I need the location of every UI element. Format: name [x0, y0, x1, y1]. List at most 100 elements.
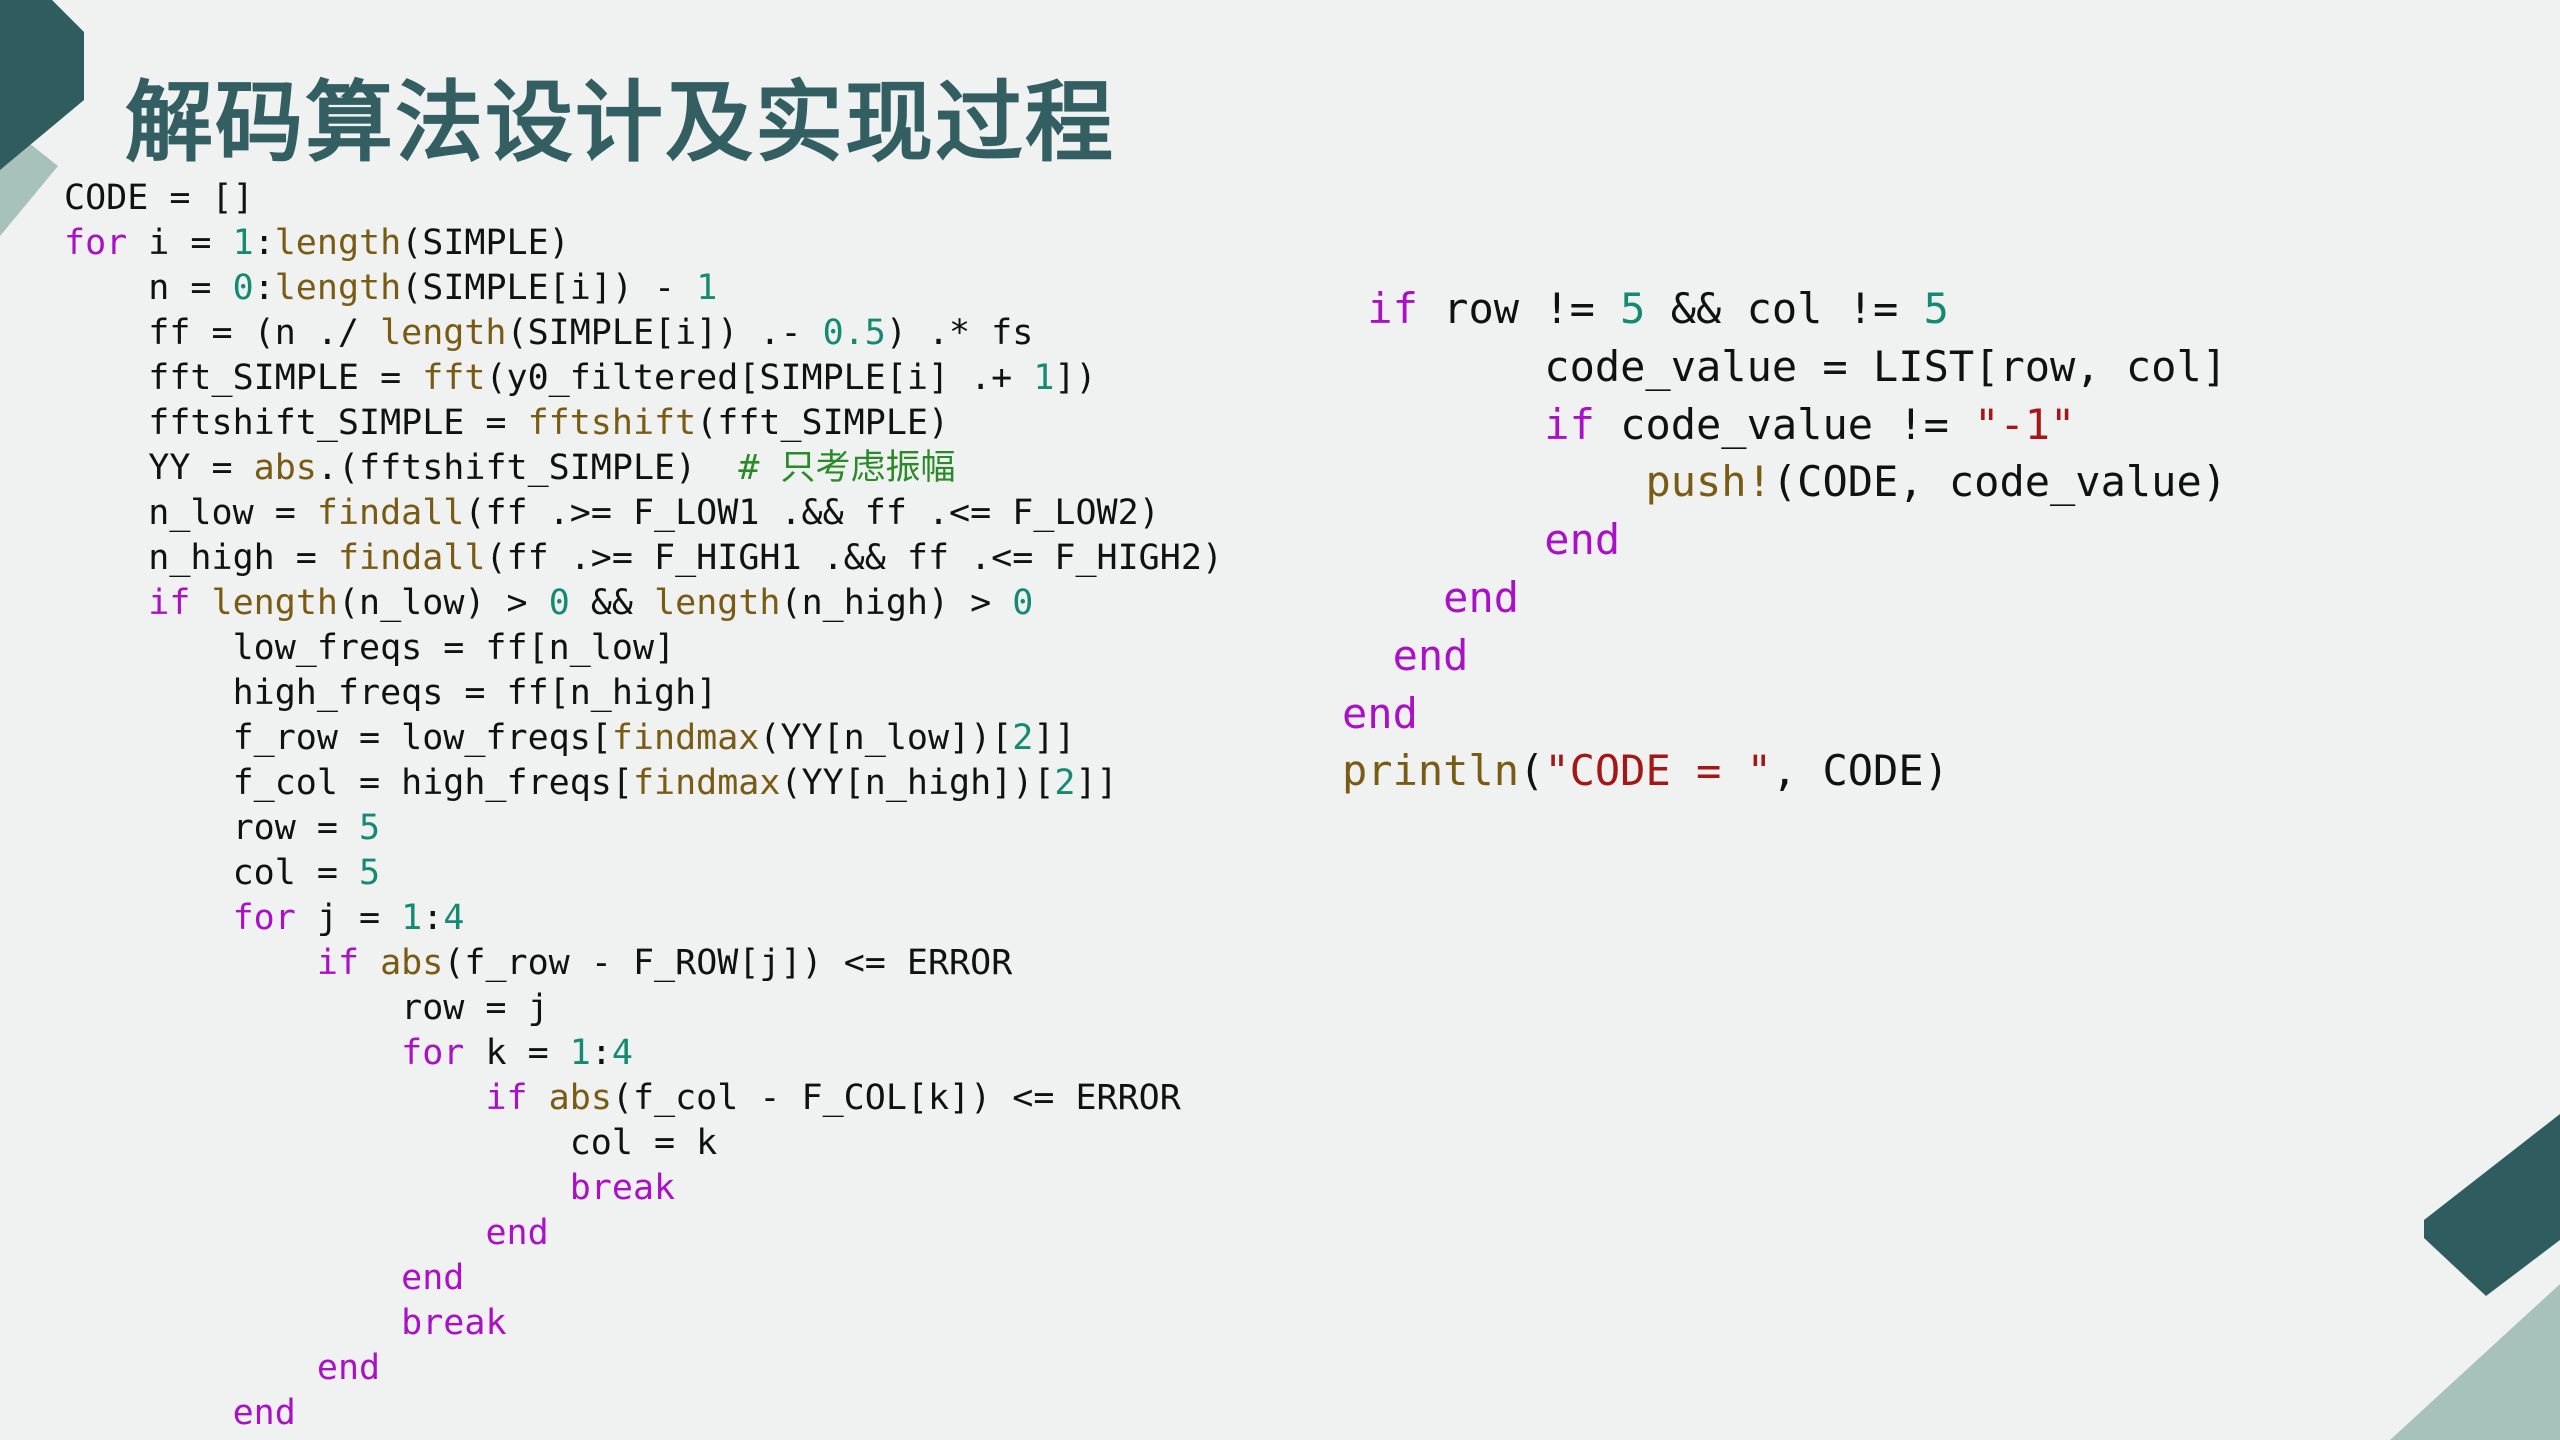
code-token: k =	[464, 1033, 570, 1073]
code-line: YY = abs.(fftshift_SIMPLE) # 只考虑振幅	[64, 446, 1223, 491]
code-token	[359, 943, 380, 983]
code-line: end	[64, 1391, 1223, 1436]
code-token: :	[253, 268, 275, 308]
code-token	[64, 1303, 401, 1343]
code-token: length	[380, 313, 507, 353]
code-token: fftshift_SIMPLE =	[64, 403, 528, 443]
code-line: row = j	[64, 986, 1223, 1031]
code-token: end	[232, 1393, 296, 1433]
code-line: if code_value != "-1"	[1342, 396, 2227, 454]
code-token: code_value = LIST[row, col]	[1342, 341, 2228, 391]
code-token: row =	[64, 808, 360, 848]
code-line: break	[64, 1166, 1223, 1211]
code-token: abs	[548, 1078, 612, 1118]
code-token: ff = (n ./	[64, 313, 381, 353]
code-token: end	[401, 1258, 465, 1298]
code-token: :	[590, 1033, 612, 1073]
code-token	[1342, 631, 1393, 680]
code-token: push!	[1645, 457, 1772, 507]
code-line: end	[1342, 569, 2227, 627]
code-token: f_col = high_freqs[	[64, 763, 633, 803]
code-token: ]]	[1033, 718, 1076, 758]
code-line: end	[1342, 627, 2227, 685]
code-line: high_freqs = ff[n_high]	[64, 671, 1223, 716]
code-line: push!(CODE, code_value)	[1342, 453, 2227, 511]
code-line: end	[1342, 511, 2227, 569]
code-line: row = 5	[64, 806, 1223, 851]
code-line: fft_SIMPLE = fft(y0_filtered[SIMPLE[i] .…	[64, 356, 1223, 401]
code-token	[1342, 400, 1544, 449]
code-token: :	[253, 223, 275, 263]
code-token: CODE = []	[64, 178, 254, 218]
code-token	[64, 1033, 401, 1073]
code-token: (f_col - F_COL[k]) <= ERROR	[611, 1078, 1181, 1118]
code-line: end	[1342, 685, 2227, 743]
code-token	[64, 1393, 233, 1433]
code-token: f_row = low_freqs[	[64, 718, 612, 758]
code-token	[64, 1168, 570, 1208]
code-line: ff = (n ./ length(SIMPLE[i]) .- 0.5) .* …	[64, 311, 1223, 356]
code-token: length	[211, 583, 338, 623]
code-line: end	[64, 1211, 1223, 1256]
code-token: (f_row - F_ROW[j]) <= ERROR	[443, 943, 1013, 983]
code-token: length	[274, 268, 402, 308]
code-token: 1	[401, 898, 423, 938]
code-token: ) .* fs	[885, 313, 1034, 353]
code-token: (n_high) >	[780, 583, 1013, 623]
code-token: fft	[422, 358, 486, 398]
code-line: n_low = findall(ff .>= F_LOW1 .&& ff .<=…	[64, 491, 1223, 536]
code-token: (n_low) >	[337, 583, 549, 623]
code-token: :	[422, 898, 444, 938]
code-token: 1	[232, 223, 254, 263]
code-token	[528, 1078, 549, 1118]
code-token: n_low =	[64, 493, 317, 533]
code-token	[1342, 515, 1544, 564]
code-token: code_value !=	[1594, 399, 1975, 449]
code-line: f_col = high_freqs[findmax(YY[n_high])[2…	[64, 761, 1223, 806]
code-line: println("CODE = ", CODE)	[1342, 742, 2227, 800]
code-token: col =	[64, 853, 360, 893]
code-token: "CODE = "	[1544, 746, 1772, 796]
code-token: 5	[359, 853, 381, 893]
code-block-left: CODE = []for i = 1:length(SIMPLE) n = 0:…	[64, 176, 1223, 1436]
code-token: end	[485, 1213, 549, 1253]
code-token: abs	[253, 448, 317, 488]
code-line: low_freqs = ff[n_low]	[64, 626, 1223, 671]
code-token: YY =	[64, 448, 254, 488]
code-token: 1	[1033, 358, 1055, 398]
code-token: if	[485, 1078, 528, 1118]
code-line: break	[64, 1301, 1223, 1346]
code-line: col = 5	[64, 851, 1223, 896]
code-token: 0.5	[822, 313, 886, 353]
code-token: for	[64, 223, 128, 263]
code-token: 5	[1620, 284, 1646, 333]
slide-title: 解码算法设计及实现过程	[125, 71, 1116, 174]
code-line: end	[64, 1256, 1223, 1301]
code-token	[1342, 284, 1367, 333]
code-token: ])	[1054, 358, 1097, 398]
code-token: end	[1342, 688, 1418, 738]
code-token: "-1"	[1974, 399, 2076, 449]
code-token: (	[1519, 746, 1545, 796]
code-token: (SIMPLE)	[401, 223, 570, 263]
bottom-right-dark-shape	[2424, 1114, 2560, 1296]
code-token: findmax	[611, 718, 760, 758]
code-token: end	[1443, 572, 1520, 622]
code-token: 1	[569, 1033, 591, 1073]
code-token: (y0_filtered[SIMPLE[i] .+	[485, 358, 1034, 398]
code-token: findall	[337, 538, 486, 578]
bottom-right-light-shape	[2390, 1284, 2560, 1440]
code-token: (CODE, code_value)	[1771, 457, 2228, 507]
code-token	[64, 1213, 485, 1253]
code-token: findall	[316, 493, 465, 533]
code-token: (SIMPLE[i]) -	[401, 268, 697, 308]
code-token: length	[654, 583, 781, 623]
code-line: if abs(f_row - F_ROW[j]) <= ERROR	[64, 941, 1223, 986]
code-token: if	[1367, 284, 1418, 333]
code-token: (YY[n_low])[	[759, 718, 1013, 758]
code-line: f_row = low_freqs[findmax(YY[n_low])[2]]	[64, 716, 1223, 761]
code-token: (YY[n_high])[	[780, 763, 1055, 803]
code-token: 4	[611, 1033, 633, 1073]
code-token: col = k	[64, 1123, 718, 1163]
